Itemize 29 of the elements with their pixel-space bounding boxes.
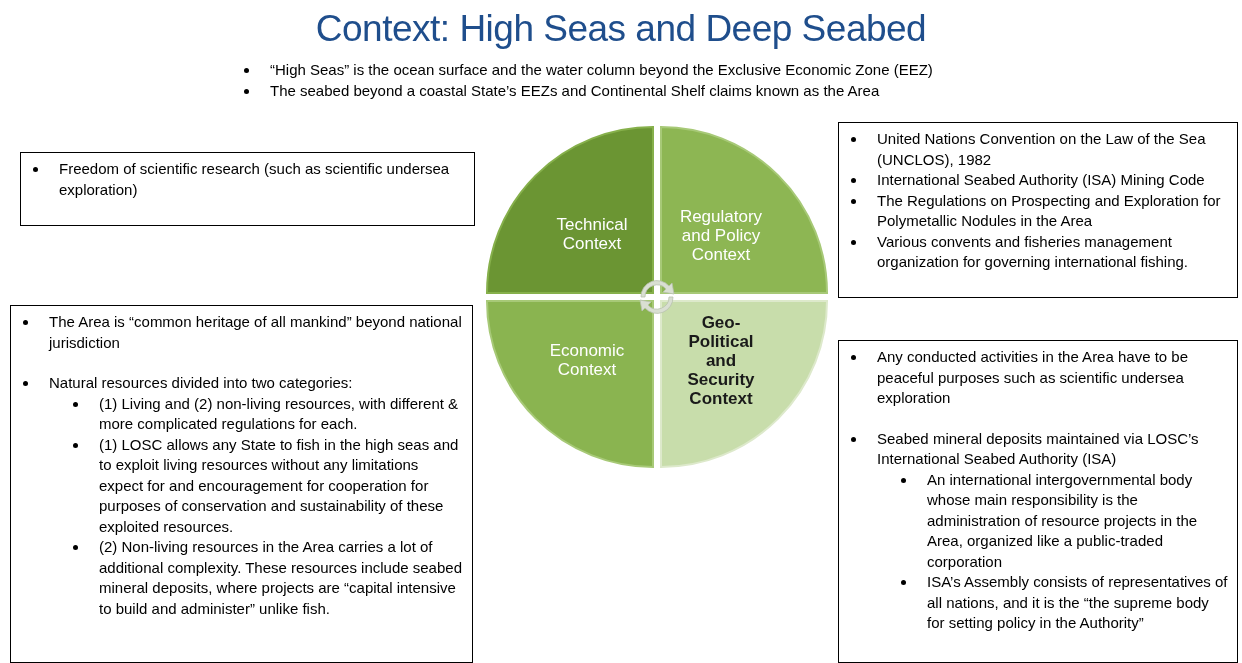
text-box <box>10 305 473 663</box>
bullet-text: The Area is “common heritage of all mankind” beyond national jurisdiction <box>49 312 463 353</box>
bullet-text: Natural resources divided into two categories: <box>49 373 353 393</box>
bullet-text: (1) Living and (2) non-living resources, with different & more complicated regulations for each. <box>99 393 460 434</box>
bullet-text: United Nations Convention on the Law of the Sea (UNCLOS), 1982 <box>877 129 1207 170</box>
bullet-text: The Regulations on Prospecting and Exploration for Polymetallic Nodules in the Area <box>877 190 1222 231</box>
bullet-text: An international intergovernmental body whose main responsibility is the administration of resource projects in the Area, organized like a public-traded corporation <box>927 469 1199 572</box>
slide-title: Context: High Seas and Deep Seabed <box>314 8 928 50</box>
segment-label: Regulatory and Policy Context <box>678 207 764 264</box>
bullet-text: (2) Non-living resources in the Area carries a lot of additional complexity. These resources include seabed mineral deposits, where projects are “capital intensive to build and administer” unlike fish. <box>99 537 463 619</box>
quadrant-segment <box>487 127 653 293</box>
quadrant-segment <box>487 301 653 467</box>
text-box <box>838 340 1238 663</box>
bullet-text: ISA’s Assembly consists of representatives of all nations, and it is the “the supreme body for setting policy in the Authority” <box>927 572 1229 633</box>
segment-label: Technical Context <box>555 215 629 253</box>
text-box <box>838 122 1238 298</box>
quadrant-segment <box>661 127 827 293</box>
bullet-text: Seabed mineral deposits maintained via LOSC’s International Seabed Authority (ISA) <box>877 428 1200 469</box>
segment-label: Geo-Political and Security Context <box>686 313 756 408</box>
text-box <box>20 152 475 226</box>
bullet-text: Any conducted activities in the Area have to be peaceful purposes such as scientific undersea exploration <box>877 347 1190 408</box>
bullet-text: Various convents and fisheries management organization for governing international fishing. <box>877 231 1190 272</box>
bullet-text: “High Seas” is the ocean surface and the water column beyond the Exclusive Economic Zone (EEZ) <box>270 60 933 80</box>
bullet-text: (1) LOSC allows any State to fish in the high seas and to exploit living resources without any limitations expect for and encouragement for cooperation for purposes of conservation and sustainability of these exploited resources. <box>99 434 460 537</box>
bullet-text: The seabed beyond a coastal State’s EEZs and Continental Shelf claims known as the Area <box>270 80 880 101</box>
bullet-text: Freedom of scientific research (such as scientific undersea exploration) <box>59 159 451 200</box>
bullet-text: International Seabed Authority (ISA) Mining Code <box>877 170 1205 190</box>
quadrant-segment <box>661 301 827 467</box>
segment-label: Economic Context <box>548 341 626 379</box>
